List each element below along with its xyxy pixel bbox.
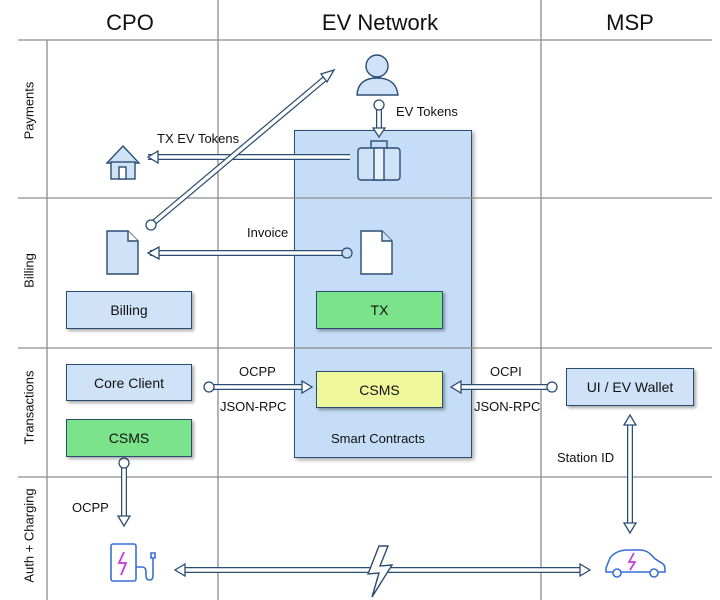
lane-label-transactions: Transactions <box>21 370 37 445</box>
ev-tokens-arrow <box>371 99 387 139</box>
payment-diagonal-arrow <box>145 68 336 231</box>
charging-station-icon <box>110 543 156 582</box>
column-header-ev-network: EV Network <box>321 10 439 35</box>
csms-cpo-box: CSMS <box>66 419 192 457</box>
jsonrpc-left-label: JSON-RPC <box>220 399 287 414</box>
core-client-box: Core Client <box>66 364 192 401</box>
smart-contracts-label: Smart Contracts <box>331 431 425 446</box>
ui-ev-wallet-box: UI / EV Wallet <box>566 368 694 406</box>
ocpi-jsonrpc-arrow <box>449 379 558 395</box>
ocpp-jsonrpc-arrow <box>203 379 314 395</box>
lane-label-payments: Payments <box>21 81 37 140</box>
tx-ev-tokens-label: TX EV Tokens <box>157 131 240 146</box>
station-id-label: Station ID <box>557 450 615 465</box>
column-header-cpo: CPO <box>106 10 154 35</box>
ocpi-label: OCPI <box>490 364 522 379</box>
tx-ev-tokens-arrow <box>146 149 350 165</box>
jsonrpc-right-label: JSON-RPC <box>474 399 541 414</box>
csms-network-box: CSMS <box>316 371 443 408</box>
tx-box: TX <box>316 291 443 329</box>
ocpp-bottom-label: OCPP <box>72 500 109 515</box>
invoice-arrow <box>146 245 353 261</box>
billing-box: Billing <box>66 291 192 329</box>
user-icon <box>356 54 399 96</box>
grid-lines <box>18 0 712 600</box>
ev-tokens-label: EV Tokens <box>396 104 458 119</box>
lane-label-billing: Billing <box>21 253 37 288</box>
invoice-label: Invoice <box>247 225 289 240</box>
house-icon <box>105 144 141 180</box>
ocpp-down-arrow <box>116 457 132 528</box>
lightning-icon <box>366 545 394 598</box>
electric-car-icon <box>605 549 666 578</box>
document-icon <box>106 230 139 275</box>
ocpp-label: OCPP <box>239 364 276 379</box>
document-icon <box>360 230 393 275</box>
briefcase-icon <box>357 140 401 181</box>
station-id-arrow <box>622 413 638 535</box>
lane-label-auth-charging: Auth + Charging <box>21 488 37 583</box>
column-header-msp: MSP <box>606 10 654 35</box>
